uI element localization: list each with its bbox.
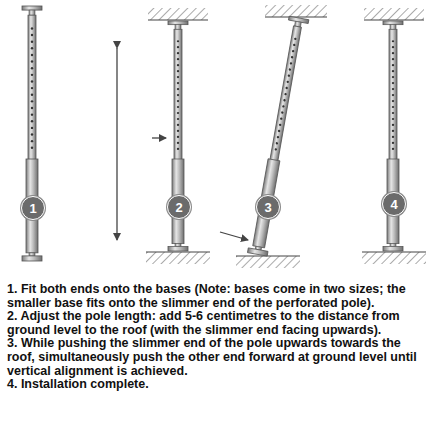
instruction-text: 3. While pushing the slimmer end of the … xyxy=(7,337,427,378)
callout-number: 3 xyxy=(264,200,271,215)
callout-circle: 4 xyxy=(382,192,406,216)
instruction-list: 1. Fit both ends onto the bases (Note: b… xyxy=(7,283,427,392)
instruction-text: 4. Installation complete. xyxy=(7,378,427,392)
pole-illustration xyxy=(0,0,430,280)
callout-circle: 2 xyxy=(167,195,191,219)
instruction-text: 1. Fit both ends onto the bases (Note: b… xyxy=(7,283,427,310)
callout-number: 4 xyxy=(390,197,397,212)
instruction-text: 2. Adjust the pole length: add 5-6 centi… xyxy=(7,310,427,337)
callout-number: 1 xyxy=(29,201,36,216)
callout-number: 2 xyxy=(175,200,182,215)
callout-circle: 3 xyxy=(256,195,280,219)
callout-circle: 1 xyxy=(21,196,45,220)
